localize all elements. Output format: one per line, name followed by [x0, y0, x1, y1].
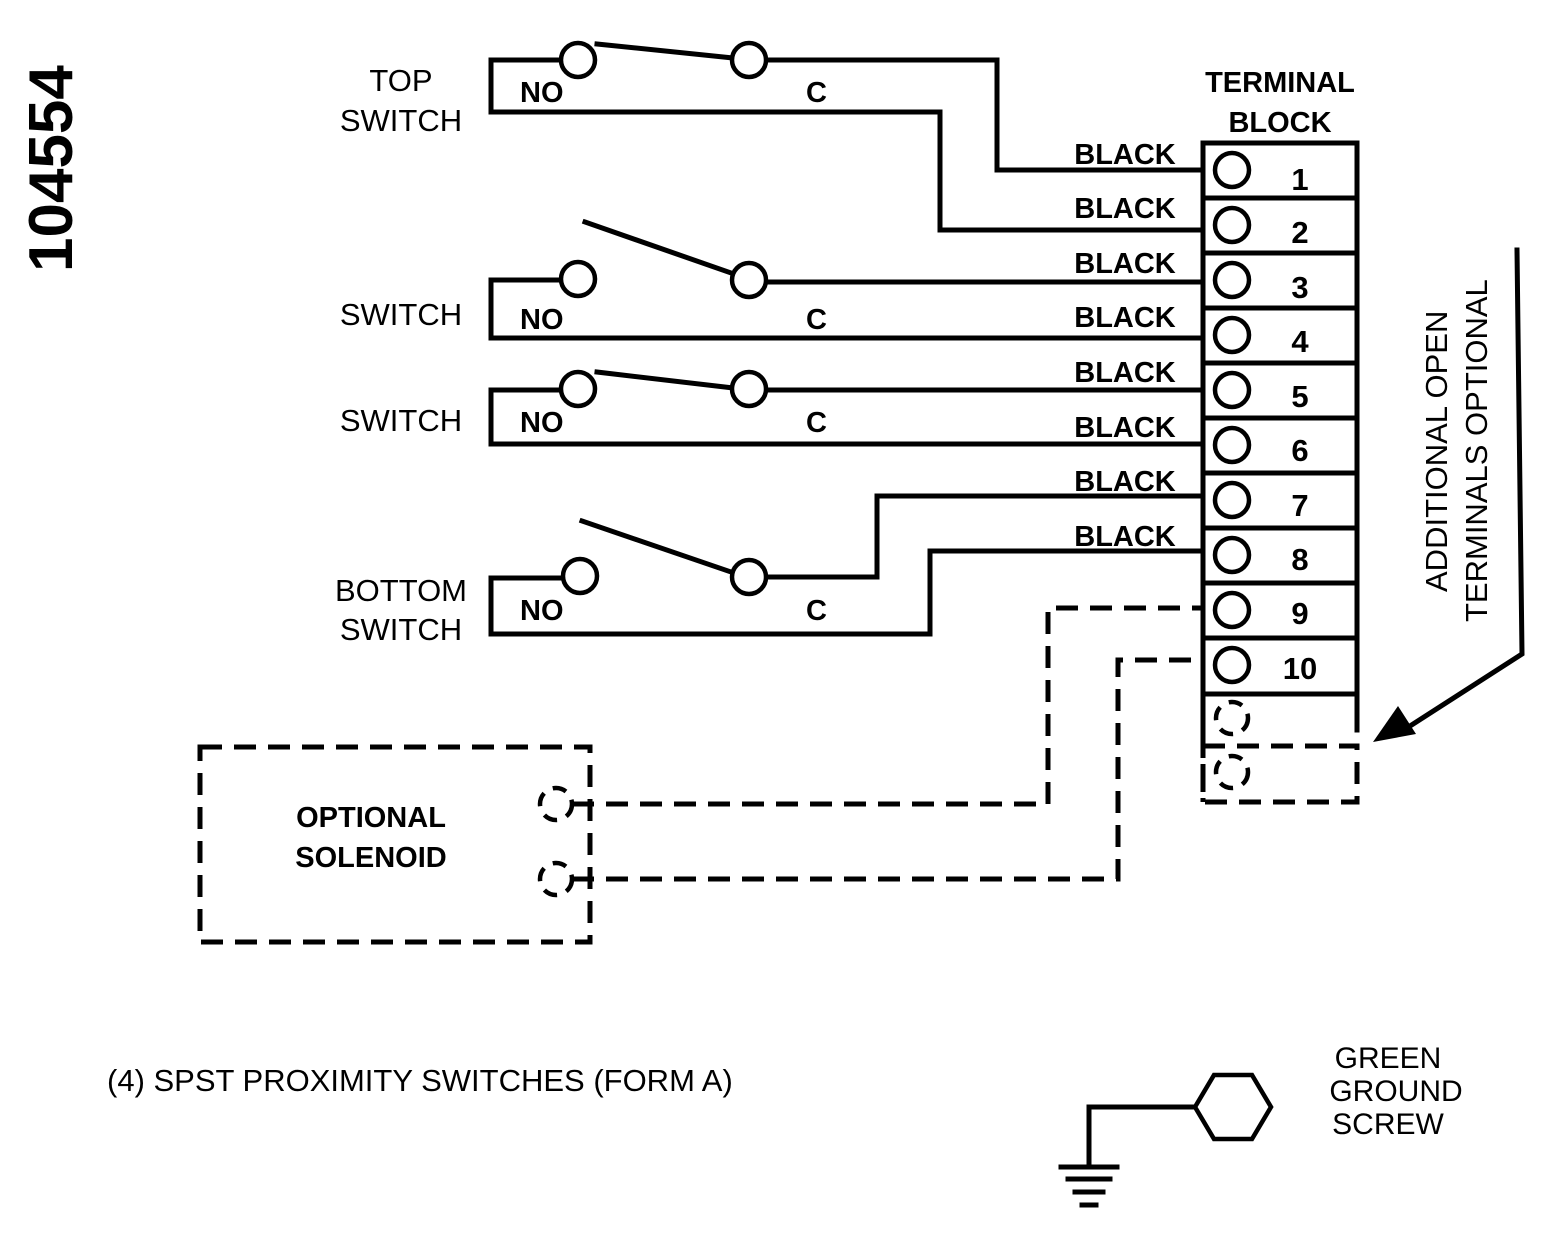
terminal-number-10: 10 [1283, 651, 1317, 686]
wire-label-1: BLACK [1074, 139, 1176, 171]
terminal-screw-9 [1212, 590, 1252, 630]
terminal-number-8: 8 [1291, 542, 1308, 577]
third-switch-no-label: NO [520, 407, 564, 439]
terminal-block: TERMINAL BLOCK 1 2 3 4 5 6 7 8 9 10 [1200, 67, 1360, 805]
second-switch-c-contact [729, 260, 769, 300]
third-switch-c-label: C [806, 407, 827, 439]
terminal-screw-4 [1212, 315, 1252, 355]
wire-label-4: BLACK [1074, 302, 1176, 334]
terminal-screw-1 [1212, 150, 1252, 190]
terminal-screw-2 [1212, 205, 1252, 245]
wire-label-7: BLACK [1074, 466, 1176, 498]
terminal-block-title-line1: TERMINAL [1205, 67, 1355, 99]
terminal-number-9: 9 [1291, 596, 1308, 631]
bottom-switch-no-label: NO [520, 595, 564, 627]
third-switch-label: SWITCH [340, 403, 462, 438]
top-switch-no-contact [558, 40, 598, 80]
terminal-screw-10 [1212, 645, 1252, 685]
optional-terminals [1200, 691, 1360, 805]
bottom-switch-label-line2: SWITCH [340, 612, 462, 647]
top-switch-label-line1: TOP [369, 63, 432, 98]
terminal-screw-5 [1212, 370, 1252, 410]
solenoid-terminal-2 [537, 860, 575, 898]
bottom-switch: NO C BOTTOM SWITCH [335, 493, 1206, 647]
optional-terminal-screw-1 [1213, 699, 1251, 737]
ground-screw: GREEN GROUND SCREW [1058, 1042, 1463, 1208]
wire-label-5: BLACK [1074, 357, 1176, 389]
hex-screw-icon [1192, 1072, 1274, 1142]
solenoid-label-line1: OPTIONAL [296, 802, 446, 834]
note-line2: TERMINALS OPTIONAL [1459, 279, 1494, 622]
terminal-number-2: 2 [1291, 215, 1308, 250]
note-line1: ADDITIONAL OPEN [1419, 311, 1454, 592]
wire-label-8: BLACK [1074, 521, 1176, 553]
bottom-switch-label-line1: BOTTOM [335, 573, 467, 608]
second-switch-c-label: C [806, 304, 827, 336]
second-switch-label: SWITCH [340, 297, 462, 332]
bottom-switch-no-contact [560, 556, 600, 596]
additional-terminals-note: ADDITIONAL OPEN TERMINALS OPTIONAL [1373, 247, 1525, 742]
terminal-block-title-line2: BLOCK [1228, 107, 1331, 139]
terminal-screw-3 [1212, 260, 1252, 300]
top-switch-label-line2: SWITCH [340, 103, 462, 138]
terminal-screw-6 [1212, 425, 1252, 465]
terminal-number-1: 1 [1291, 162, 1308, 197]
terminal-screw-7 [1212, 480, 1252, 520]
terminal-number-6: 6 [1291, 433, 1308, 468]
ground-label-line2: GROUND [1329, 1075, 1462, 1108]
third-switch-no-contact [558, 369, 598, 409]
top-switch: NO C TOP SWITCH [340, 40, 1206, 233]
drawing-number: 104554 [17, 65, 86, 272]
terminal-screw-8 [1212, 535, 1252, 575]
third-switch-c-contact [729, 369, 769, 409]
second-switch-no-contact [558, 259, 598, 299]
footnote: (4) SPST PROXIMITY SWITCHES (FORM A) [107, 1063, 733, 1098]
terminal-number-4: 4 [1291, 324, 1309, 359]
third-switch: NO C SWITCH [340, 369, 1206, 447]
terminal-number-7: 7 [1291, 488, 1308, 523]
top-switch-no-label: NO [520, 77, 564, 109]
bottom-switch-c-contact [729, 557, 769, 597]
wire-labels: BLACK BLACK BLACK BLACK BLACK BLACK BLAC… [1074, 139, 1176, 553]
terminal-number-3: 3 [1291, 270, 1308, 305]
bottom-switch-c-label: C [806, 595, 827, 627]
optional-solenoid: OPTIONAL SOLENOID [197, 605, 1203, 945]
arrow-head-icon [1373, 706, 1416, 742]
solenoid-label-line2: SOLENOID [295, 842, 446, 874]
second-switch-no-label: NO [520, 304, 564, 336]
solenoid-terminal-1 [537, 785, 575, 823]
terminal-number-5: 5 [1291, 379, 1308, 414]
top-switch-c-contact [729, 40, 769, 80]
wire-label-6: BLACK [1074, 412, 1176, 444]
wire-label-3: BLACK [1074, 248, 1176, 280]
second-switch: NO C SWITCH [340, 218, 1206, 341]
ground-label-line3: SCREW [1332, 1108, 1444, 1141]
wire-label-2: BLACK [1074, 193, 1176, 225]
ground-label-line1: GREEN [1335, 1042, 1442, 1075]
top-switch-c-label: C [806, 77, 827, 109]
optional-terminal-screw-2 [1213, 753, 1251, 791]
